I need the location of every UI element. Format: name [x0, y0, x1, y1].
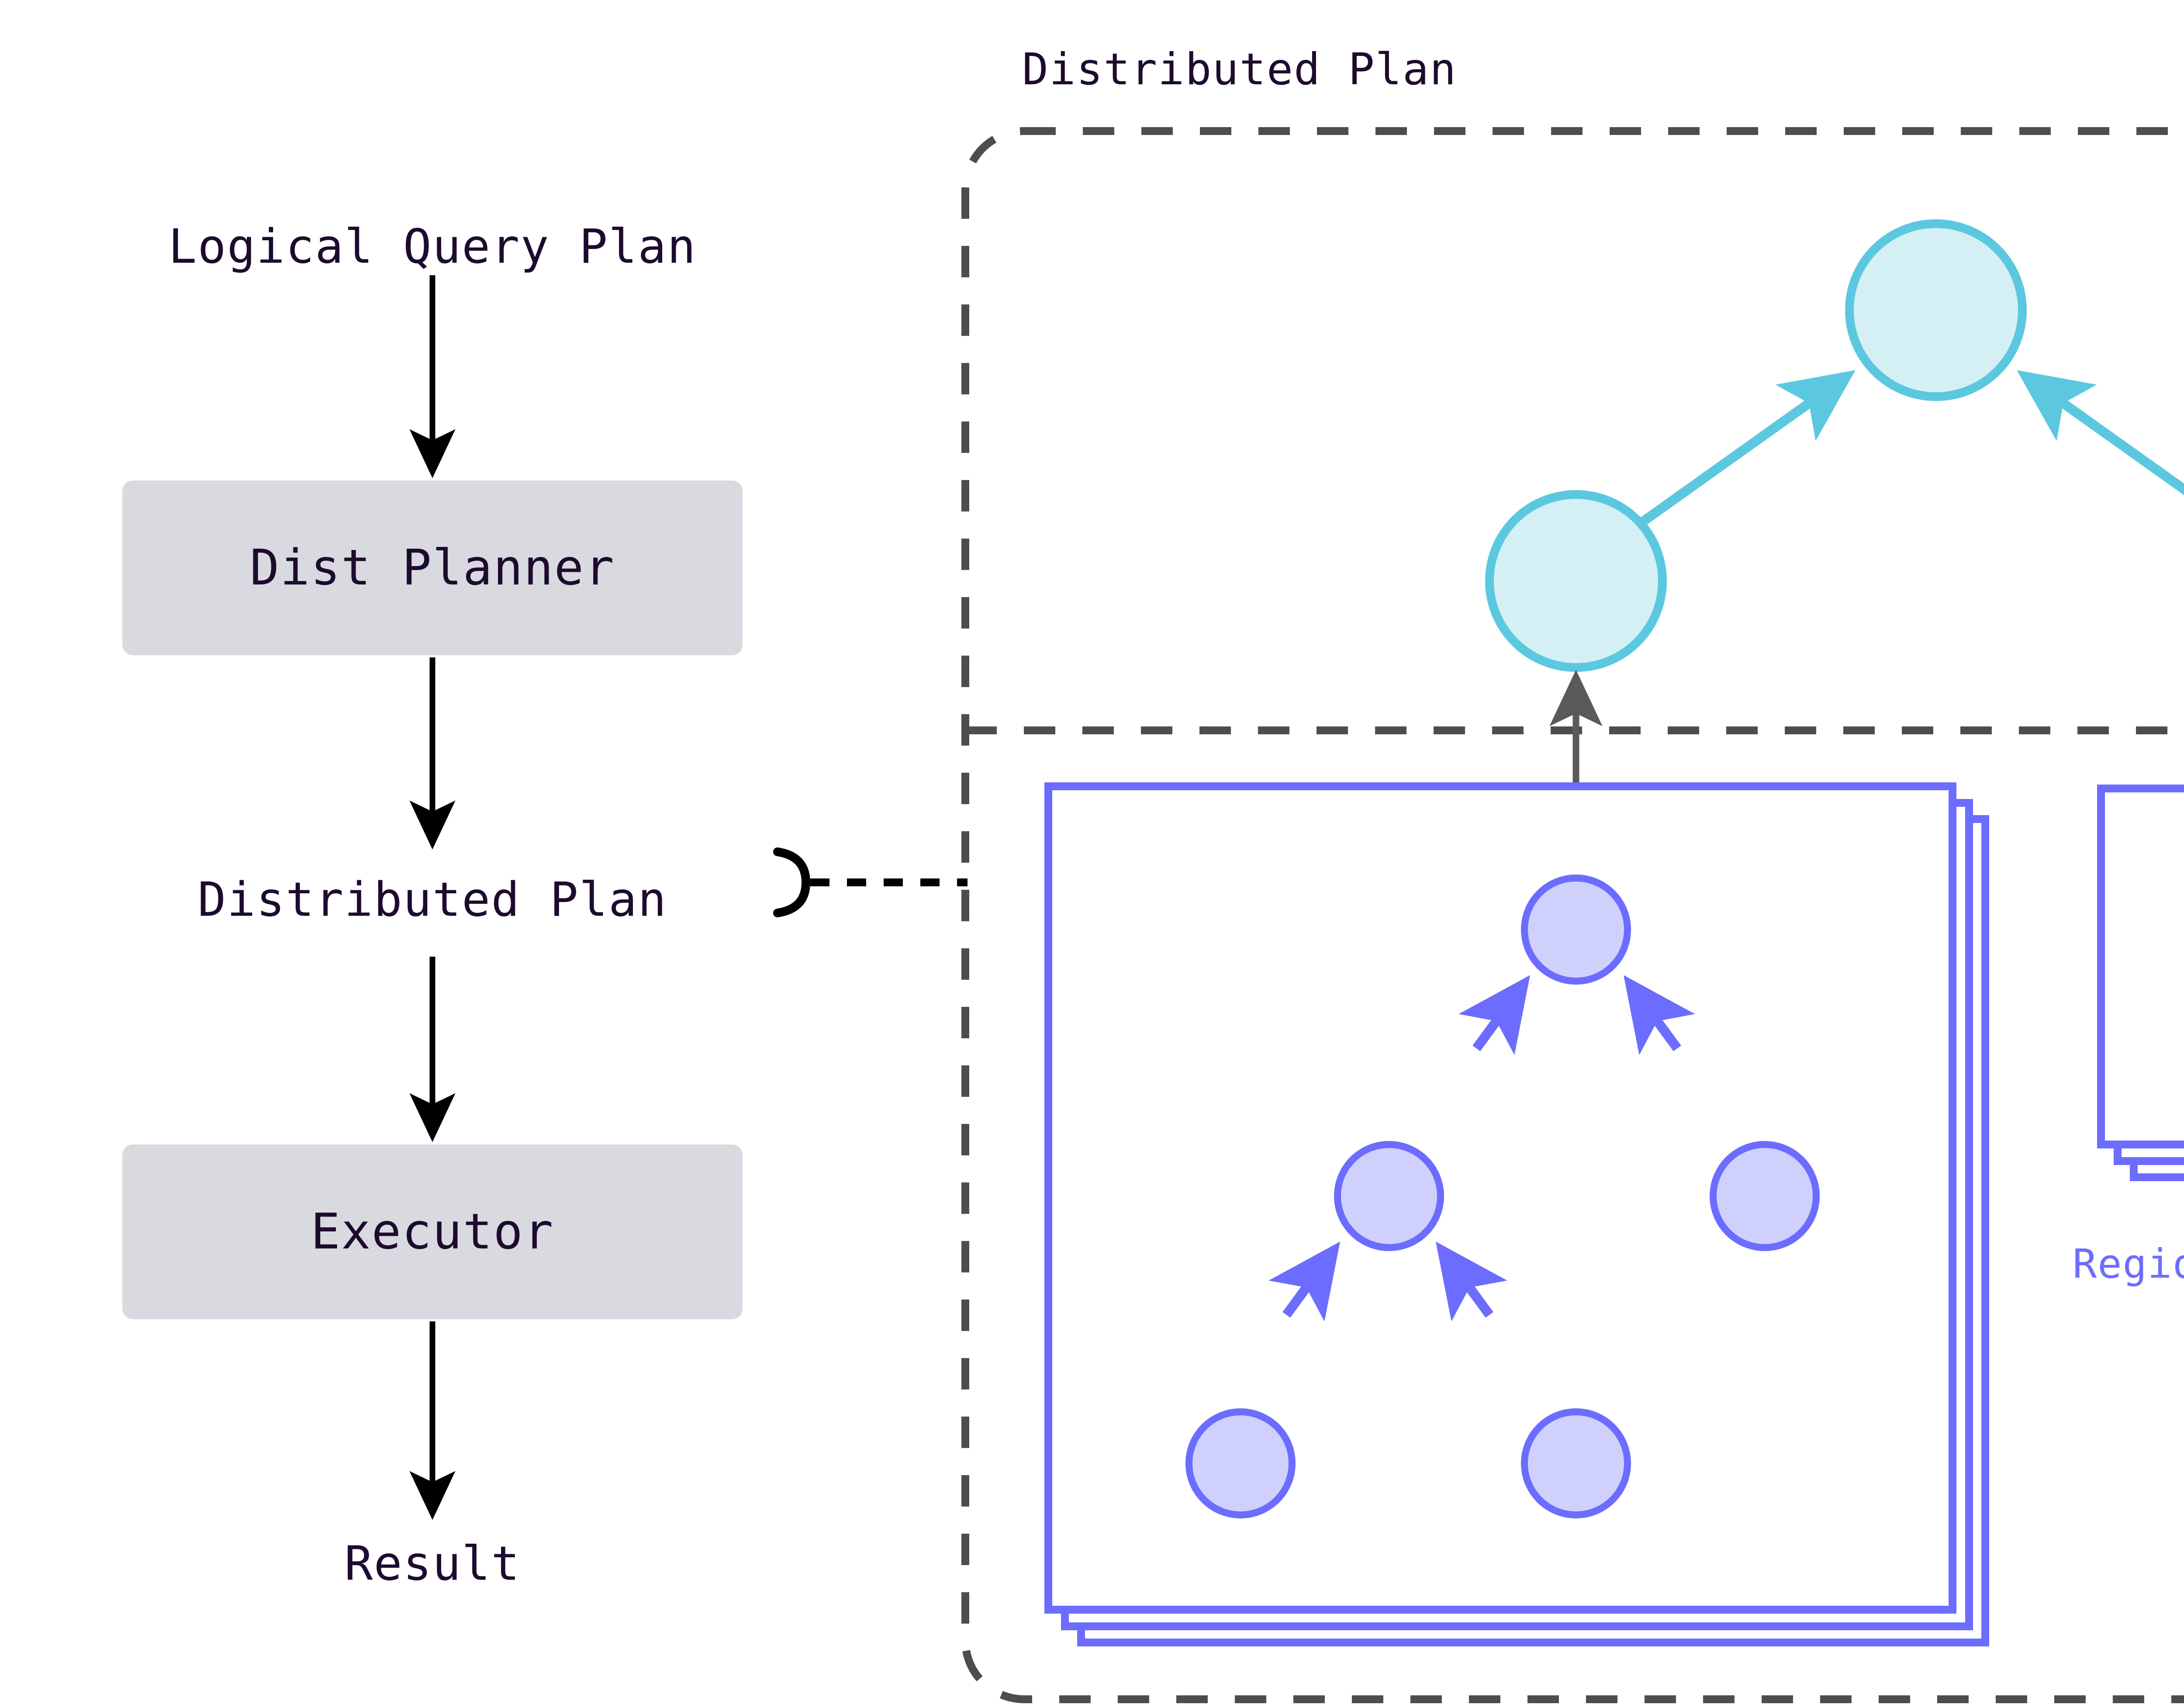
process-label-executor: Executor — [311, 1203, 554, 1260]
pipeline-input-label: Logical Query Plan — [168, 219, 697, 274]
frontend-stage-tree — [1485, 219, 2184, 672]
region-node-rl-mid-left[interactable] — [1334, 1141, 1444, 1251]
process-label-dist-planner: Dist Planner — [249, 539, 615, 596]
edge-rl-mid-left-to-root — [1458, 975, 1531, 1055]
region-node-rl-leaf-1[interactable] — [1185, 1408, 1296, 1518]
artifact-label-result: Result — [344, 1536, 521, 1591]
distributed-plan-title: Distributed Plan — [1022, 44, 1457, 95]
region-node-rl-leaf-2[interactable] — [1521, 1408, 1631, 1518]
frontend-node-root[interactable] — [1845, 219, 2027, 401]
edge-rl-leaf-1-to-mid-left — [1268, 1241, 1341, 1322]
edge-rl-mid-right-to-root — [1623, 975, 1695, 1055]
frontend-node-left[interactable] — [1485, 490, 1667, 672]
regions-label: Regions — [2073, 1241, 2184, 1287]
region-node-rl-mid-right[interactable] — [1710, 1141, 1820, 1251]
region-group-left[interactable] — [1044, 782, 1989, 1646]
artifact-label-distributed-plan: Distributed Plan — [197, 872, 667, 927]
region-group-right[interactable] — [2097, 785, 2184, 1181]
edge-fe-left-to-root — [1639, 370, 1856, 526]
brace-icon — [773, 847, 811, 917]
process-box-dist-planner[interactable] — [122, 481, 743, 655]
pipeline-flow — [122, 275, 743, 1520]
edge-fe-right-to-root — [2017, 370, 2184, 495]
distributed-plan-container — [961, 127, 2184, 1703]
edge-rl-leaf-2-to-mid-left — [1435, 1241, 1507, 1322]
plan-to-container-connector — [773, 847, 968, 917]
region-card-right-front — [2097, 785, 2184, 1148]
region-node-rl-root[interactable] — [1521, 875, 1631, 985]
process-box-executor[interactable] — [122, 1144, 743, 1319]
